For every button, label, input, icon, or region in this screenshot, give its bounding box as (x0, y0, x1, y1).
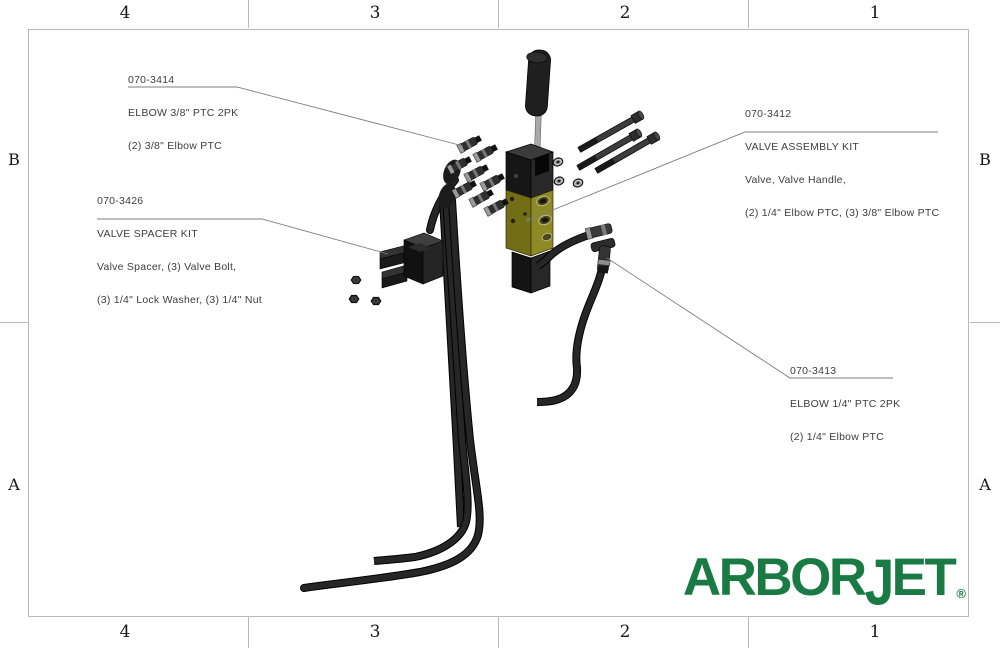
zone-label-row-b-right: B (979, 150, 991, 169)
zone-label-row-a-right: A (979, 475, 991, 494)
callout-070-3426: 070-3426 VALVE SPACER KIT Valve Spacer, … (97, 174, 262, 317)
callout-part-number: 070-3426 (97, 195, 144, 207)
zone-label-col-3-top: 3 (369, 3, 381, 23)
valve-spacer (379, 232, 444, 289)
zone-label-row-a-left: A (8, 475, 20, 494)
zone-tick (248, 617, 250, 648)
callout-line: ELBOW 3/8" PTC 2PK (128, 107, 239, 119)
valve-bolts (576, 110, 661, 174)
callout-070-3414: 070-3414 ELBOW 3/8" PTC 2PK (2) 3/8" Elb… (128, 53, 238, 163)
zone-tick (0, 322, 28, 324)
callout-part-number: 070-3412 (745, 108, 792, 120)
drawing-border (28, 29, 969, 617)
zone-label-col-2-bottom: 2 (619, 622, 631, 642)
zone-tick (970, 322, 1000, 324)
zone-label-col-1-bottom: 1 (869, 622, 881, 642)
callout-line: (2) 1/4" Elbow PTC (790, 431, 885, 443)
elbow-fittings-quarter-inch (584, 223, 616, 274)
callout-line: Valve, Valve Handle, (745, 174, 846, 186)
zone-tick (248, 0, 250, 28)
callout-line: ELBOW 1/4" PTC 2PK (790, 398, 901, 410)
zone-label-row-b-left: B (8, 150, 20, 169)
zone-tick (748, 0, 750, 28)
callout-line: (2) 1/4" Elbow PTC, (3) 3/8" Elbow PTC (745, 207, 940, 219)
leader-lines (97, 86, 938, 379)
zone-tick (748, 617, 750, 648)
valve-body (504, 143, 555, 294)
callout-line: (3) 1/4" Lock Washer, (3) 1/4" Nut (97, 294, 262, 306)
zone-label-col-1-top: 1 (869, 3, 881, 23)
logo-text: ARBOR (682, 548, 867, 607)
logo-text: ET (891, 548, 957, 607)
registered-trademark: ® (956, 586, 966, 601)
elbow-fittings-three-eighths (438, 135, 509, 217)
zone-label-col-3-bottom: 3 (369, 622, 381, 642)
tubing-right (535, 231, 606, 406)
lock-washers (552, 157, 584, 188)
quarter-inch-nuts (348, 275, 382, 306)
zone-tick (498, 0, 500, 28)
zone-tick (498, 617, 500, 648)
callout-part-number: 070-3413 (790, 365, 837, 377)
callout-line: VALVE ASSEMBLY KIT (745, 141, 860, 153)
callout-line: VALVE SPACER KIT (97, 228, 198, 240)
zone-label-col-2-top: 2 (619, 3, 631, 23)
zone-label-col-4-top: 4 (119, 3, 131, 23)
zone-label-col-4-bottom: 4 (119, 622, 131, 642)
callout-line: (2) 3/8" Elbow PTC (128, 140, 223, 152)
logo-letter-j: J (864, 547, 894, 620)
callout-070-3412: 070-3412 VALVE ASSEMBLY KIT Valve, Valve… (745, 87, 939, 230)
callout-070-3413: 070-3413 ELBOW 1/4" PTC 2PK (2) 1/4" Elb… (790, 344, 900, 454)
tubing (300, 176, 484, 592)
callout-line: Valve Spacer, (3) Valve Bolt, (97, 261, 237, 273)
callout-part-number: 070-3414 (128, 74, 175, 86)
